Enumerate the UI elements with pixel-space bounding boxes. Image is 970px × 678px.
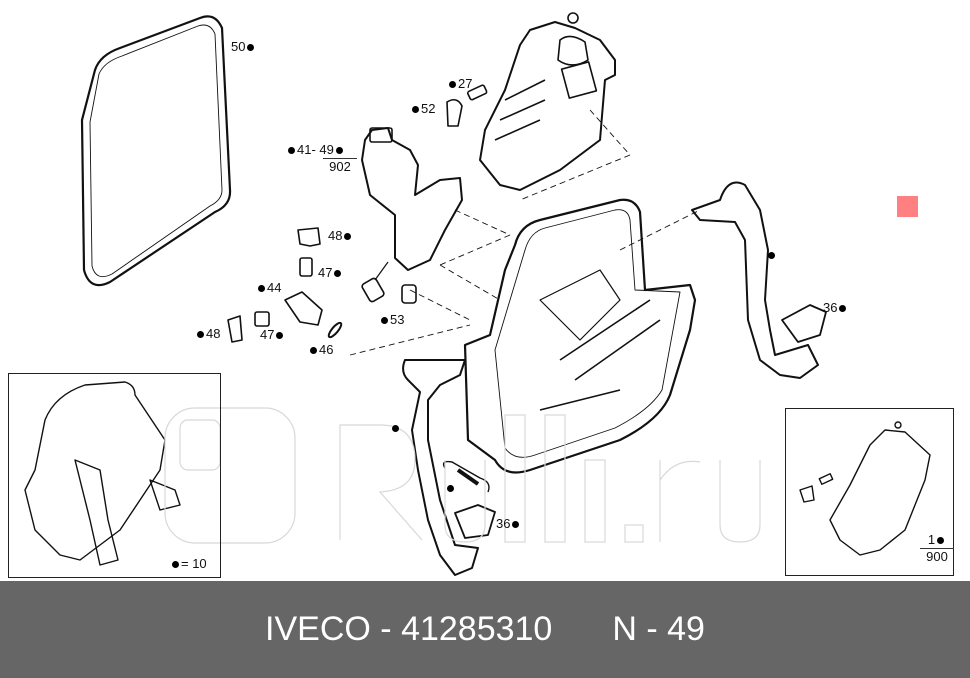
- footer-bar: IVECO - 41285310 N - 49: [0, 581, 970, 678]
- inset-control-unit-drawing: [799, 421, 931, 556]
- bullet-icon: [310, 347, 317, 355]
- callout-27: 27: [447, 77, 472, 91]
- bullet-icon: [247, 44, 255, 52]
- clutch-pedal-part: [402, 359, 496, 576]
- inset-right-fraction: 1 900: [920, 532, 954, 564]
- fraction-denominator: 900: [926, 549, 948, 564]
- callout-902: 902: [323, 158, 357, 174]
- bullet-icon: [449, 81, 456, 89]
- callout-48-upper: 48: [328, 229, 353, 243]
- fitting-parts-27-52: [446, 84, 488, 127]
- bullet-icon: [172, 561, 179, 569]
- inset-pedal-box: [8, 373, 221, 578]
- highlight-marker: [897, 196, 918, 217]
- diagram-drawing: [24, 12, 931, 576]
- brake-pedal-part: [691, 181, 827, 379]
- bullet-icon: [288, 147, 295, 155]
- pedal-box-housing-part: [463, 198, 697, 474]
- callout-50: 50: [231, 40, 256, 54]
- callout-44: 44: [256, 281, 281, 295]
- control-unit-part: [479, 12, 616, 191]
- callout-47-lower: 47: [260, 328, 285, 342]
- callout-47-upper: 47: [318, 266, 343, 280]
- footer-divider: [0, 580, 970, 581]
- bullet-icon: [344, 233, 352, 241]
- inset-control-unit: [785, 408, 954, 576]
- hose-fittings: [227, 227, 343, 343]
- parts-diagram: 50 27 52 41- 49 902 48 47 44 53 48 47 46…: [8, 12, 954, 578]
- bullet-icon: [392, 425, 399, 432]
- bullet-icon: [447, 485, 454, 492]
- callout-53: 53: [379, 313, 404, 327]
- callout-41-49: 41- 49: [286, 143, 345, 157]
- bullet-icon: [276, 332, 284, 340]
- bullet-icon: [335, 147, 343, 155]
- callout-36-lower: 36: [496, 517, 521, 531]
- inset-left-legend: = 10: [170, 557, 207, 571]
- callout-48-lower: 48: [195, 327, 220, 341]
- gasket-part-50: [80, 15, 232, 287]
- bullet-icon: [839, 305, 847, 313]
- bullet-icon: [381, 317, 388, 325]
- callout-36-right: 36: [823, 301, 848, 315]
- diagram-reference-label: N - 49: [612, 610, 705, 648]
- bullet-icon: [258, 285, 265, 293]
- bullet-icon: [937, 537, 945, 545]
- callout-52: 52: [410, 102, 435, 116]
- bullet-icon: [412, 106, 419, 114]
- callout-46: 46: [308, 343, 333, 357]
- master-cylinder-part: [361, 127, 463, 304]
- assembly-guide-lines: [349, 109, 701, 356]
- bullet-icon: [197, 331, 204, 339]
- bullet-icon: [512, 521, 520, 529]
- fraction-numerator: 1: [920, 532, 954, 549]
- bullet-icon: [768, 252, 775, 259]
- bullet-icon: [334, 270, 342, 278]
- part-number-label: IVECO - 41285310: [265, 610, 553, 648]
